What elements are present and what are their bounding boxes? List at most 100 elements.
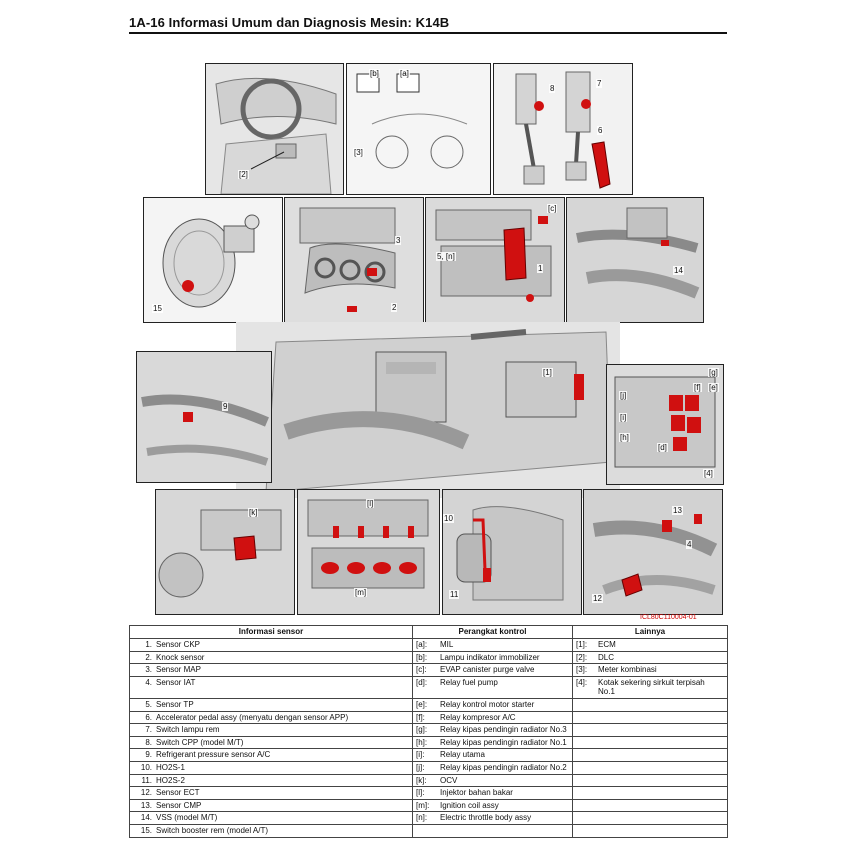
callout-map-sensor: 3 [395, 236, 402, 245]
callout-ho2s-2: 11 [449, 590, 460, 599]
sensor-number: 14. [140, 813, 152, 823]
other-cell: [2]: DLC [572, 650, 728, 665]
callout-booster-switch: 15 [152, 304, 163, 313]
control-cell: [h]:Relay kipas pendingin radiator No.1 [412, 735, 573, 750]
sensor-label: VSS (model M/T) [156, 813, 218, 823]
sensor-number: 10. [140, 762, 152, 772]
ac-illustration [137, 352, 271, 482]
sensor-label: Accelerator pedal assy (menyatu dengan s… [156, 712, 349, 722]
control-cell: [d]: Relay fuel pump [412, 675, 573, 699]
control-key: [m]: [416, 800, 430, 810]
sensor-label: Switch CPP (model M/T) [156, 737, 244, 747]
other-cell [572, 723, 728, 737]
panel-ocv: [k] [155, 489, 295, 615]
other-key: [1]: [576, 640, 588, 649]
table-row: 14.VSS (model M/T)[n]:Electric throttle … [129, 811, 728, 825]
sensor-number: 13. [140, 800, 152, 810]
sensor-number: 2. [145, 652, 152, 662]
legend-header-row: Informasi sensor Perangkat kontrol Lainn… [129, 625, 728, 639]
control-label: Injektor bahan bakar [440, 788, 513, 798]
control-label: OCV [440, 775, 458, 785]
other-cell [572, 823, 728, 838]
callout-meter: [3] [353, 148, 364, 157]
sensor-label: Sensor MAP [156, 665, 201, 675]
sensor-number: 9. [145, 750, 152, 760]
callout-iat-sensor: 4 [686, 540, 693, 549]
panel-oxygen-sensors: 10 11 [442, 489, 582, 615]
sensor-cell: 7.Switch lampu rem [129, 723, 413, 737]
panel-ac-pressure: 9 [136, 351, 272, 483]
sensor-number: 8. [145, 737, 152, 747]
table-row: 4.Sensor IAT[d]:Relay fuel pump[4]:Kotak… [129, 675, 728, 699]
sensor-cell: 8. Switch CPP (model M/T) [129, 735, 413, 750]
sensor-label: Refrigerant pressure sensor A/C [156, 750, 271, 760]
table-row: 7.Switch lampu rem[g]:Relay kipas pendin… [129, 723, 728, 737]
booster-illustration [144, 198, 282, 322]
page-header: 1A-16 Informasi Umum dan Diagnosis Mesin… [129, 14, 727, 34]
col-header-control: Perangkat kontrol [412, 625, 573, 639]
sensor-label: Knock sensor [156, 652, 205, 662]
sensor-cell: 11.HO2S-2 [129, 773, 413, 788]
manifold-illustration [285, 198, 423, 322]
sensor-label: Sensor CKP [156, 640, 201, 649]
control-label: Relay kompresor A/C [440, 712, 516, 722]
callout-cmp-sensor: 13 [672, 506, 683, 515]
control-cell: [l]:Injektor bahan bakar [412, 786, 573, 800]
panel-combination-meter: [b] [a] [3] [346, 63, 491, 195]
control-cell: [j]: Relay kipas pendingin radiator No.2 [412, 760, 573, 775]
other-cell [572, 798, 728, 813]
control-cell: [c]:EVAP canister purge valve [412, 663, 573, 677]
page-title: 1A-16 Informasi Umum dan Diagnosis Mesin… [129, 15, 450, 30]
sensor-label: Sensor CMP [156, 800, 202, 810]
callout-cpp-switch: 8 [549, 84, 556, 93]
callout-mil: [a] [399, 69, 410, 78]
dashboard-illustration [206, 64, 343, 194]
col-header-other: Lainnya [572, 625, 728, 639]
table-row: 8. Switch CPP (model M/T) [h]:Relay kipas … [129, 735, 728, 750]
control-key: [n]: [416, 813, 428, 823]
control-label: Relay kipas pendingin radiator No.2 [440, 762, 567, 772]
control-label: Relay utama [440, 750, 485, 760]
other-key: [2]: [576, 652, 588, 662]
callout-relay-h: [h] [619, 433, 630, 442]
control-key: [i]: [416, 750, 425, 760]
callout-immobilizer: [b] [369, 69, 380, 78]
sensor-cell: 13. Sensor CMP [129, 798, 413, 813]
o2-illustration [443, 490, 581, 614]
sensor-number: 3. [145, 665, 152, 675]
meter-illustration [347, 64, 490, 194]
control-label: Relay fuel pump [440, 677, 498, 687]
control-key: [k]: [416, 775, 427, 785]
sensor-number: 6. [145, 712, 152, 722]
control-key: [a]: [416, 640, 428, 649]
sensor-cell: 9. Refrigerant pressure sensor A/C [129, 748, 413, 762]
table-row: 1.Sensor CKP[a]:MIL[1]:ECM [129, 638, 728, 652]
callout-brake-switch: 7 [596, 79, 603, 88]
other-cell [572, 773, 728, 788]
callout-relay-j: [j] [619, 391, 628, 400]
callout-relay-g: [g] [708, 368, 719, 377]
other-key: [4]: [576, 677, 588, 687]
control-key: [d]: [416, 677, 428, 687]
control-label: Lampu indikator immobilizer [440, 652, 540, 662]
control-label: Relay kontrol motor starter [440, 699, 535, 709]
sensor-number: 4. [145, 677, 152, 687]
sensor-label: Sensor TP [156, 699, 194, 709]
control-cell: [f]:Relay kompresor A/C [412, 710, 573, 725]
control-cell: [m]:Ignition coil assy [412, 798, 573, 813]
control-key: [j]: [416, 762, 425, 772]
other-label: DLC [598, 652, 615, 662]
callout-ignition-coils: [m] [354, 588, 368, 597]
other-cell: [1]:ECM [572, 638, 728, 652]
table-row: 12.Sensor ECT[l]:Injektor bahan bakar [129, 786, 728, 800]
panel-cmp-ect: 13 4 12 [583, 489, 723, 615]
control-label: EVAP canister purge valve [440, 665, 535, 675]
sensor-number: 11. [141, 775, 152, 785]
sensor-cell: 12.Sensor ECT [129, 786, 413, 800]
control-cell: [b]:Lampu indikator immobilizer [412, 650, 573, 665]
sensor-cell: 15.Switch booster rem (model A/T) [129, 823, 413, 838]
control-key: [e]: [416, 699, 428, 709]
control-cell: [k]: OCV [412, 773, 573, 788]
panel-injectors-coils: [l] [m] [297, 489, 440, 615]
